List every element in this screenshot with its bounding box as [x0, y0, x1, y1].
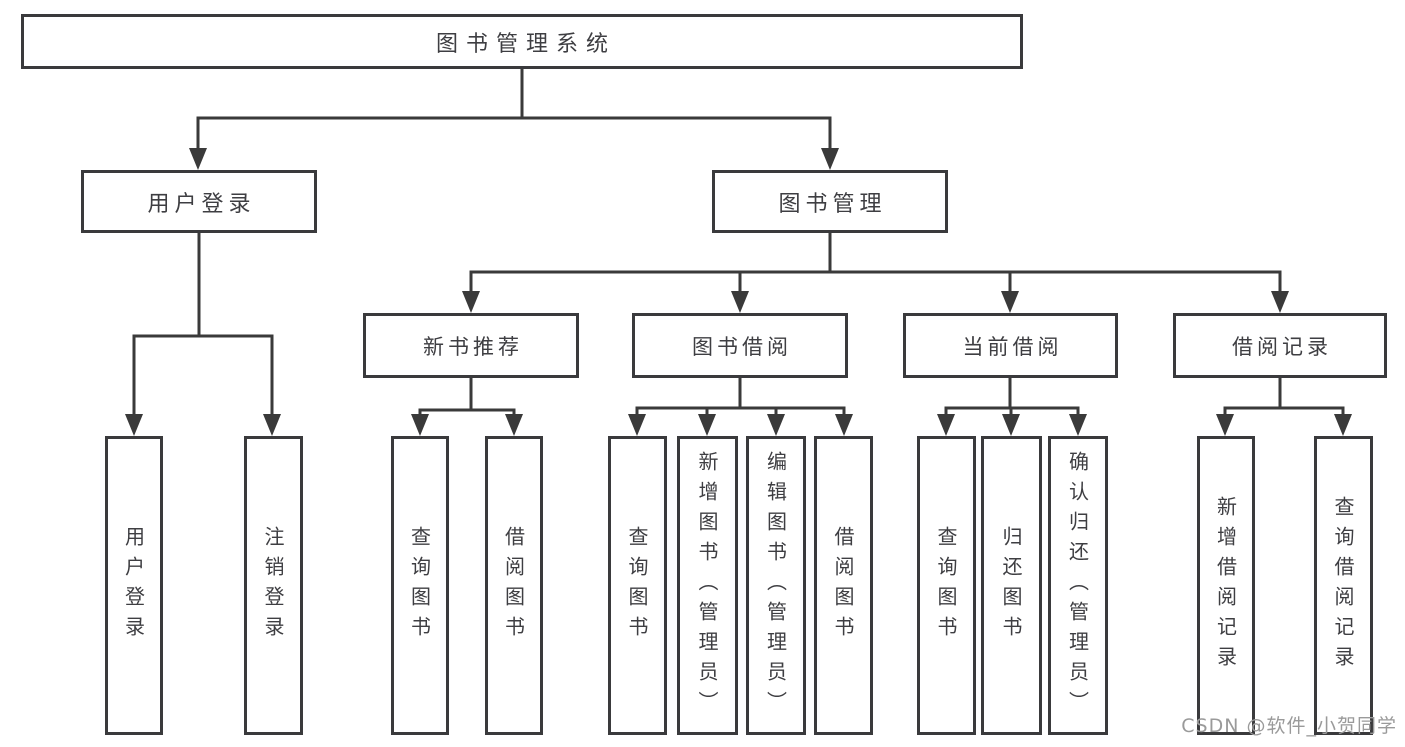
leaf-user-login: 用户登录	[105, 436, 163, 735]
node-new-book-recommend: 新书推荐	[363, 313, 579, 378]
node-current-borrow: 当前借阅	[903, 313, 1118, 378]
leaf-query-books-borrow: 查询图书	[608, 436, 667, 735]
leaf-query-books-recommend: 查询图书	[391, 436, 449, 735]
leaf-borrow-books: 借阅图书	[814, 436, 873, 735]
leaf-logout: 注销登录	[244, 436, 303, 735]
leaf-add-borrow-record: 新增借阅记录	[1197, 436, 1255, 735]
node-borrow-records: 借阅记录	[1173, 313, 1387, 378]
leaf-borrow-books-recommend: 借阅图书	[485, 436, 543, 735]
leaf-return-books: 归还图书	[981, 436, 1042, 735]
leaf-query-borrow-record: 查询借阅记录	[1314, 436, 1373, 735]
node-root-system: 图书管理系统	[21, 14, 1023, 69]
leaf-add-book-admin: 新增图书（管理员）	[677, 436, 738, 735]
node-book-borrow: 图书借阅	[632, 313, 848, 378]
node-user-login: 用户登录	[81, 170, 317, 233]
node-book-management: 图书管理	[712, 170, 948, 233]
csdn-watermark: CSDN @软件_小贺同学	[1181, 715, 1397, 737]
leaf-edit-book-admin: 编辑图书（管理员）	[746, 436, 806, 735]
leaf-confirm-return-admin: 确认归还（管理员）	[1048, 436, 1108, 735]
leaf-query-books-current: 查询图书	[917, 436, 976, 735]
